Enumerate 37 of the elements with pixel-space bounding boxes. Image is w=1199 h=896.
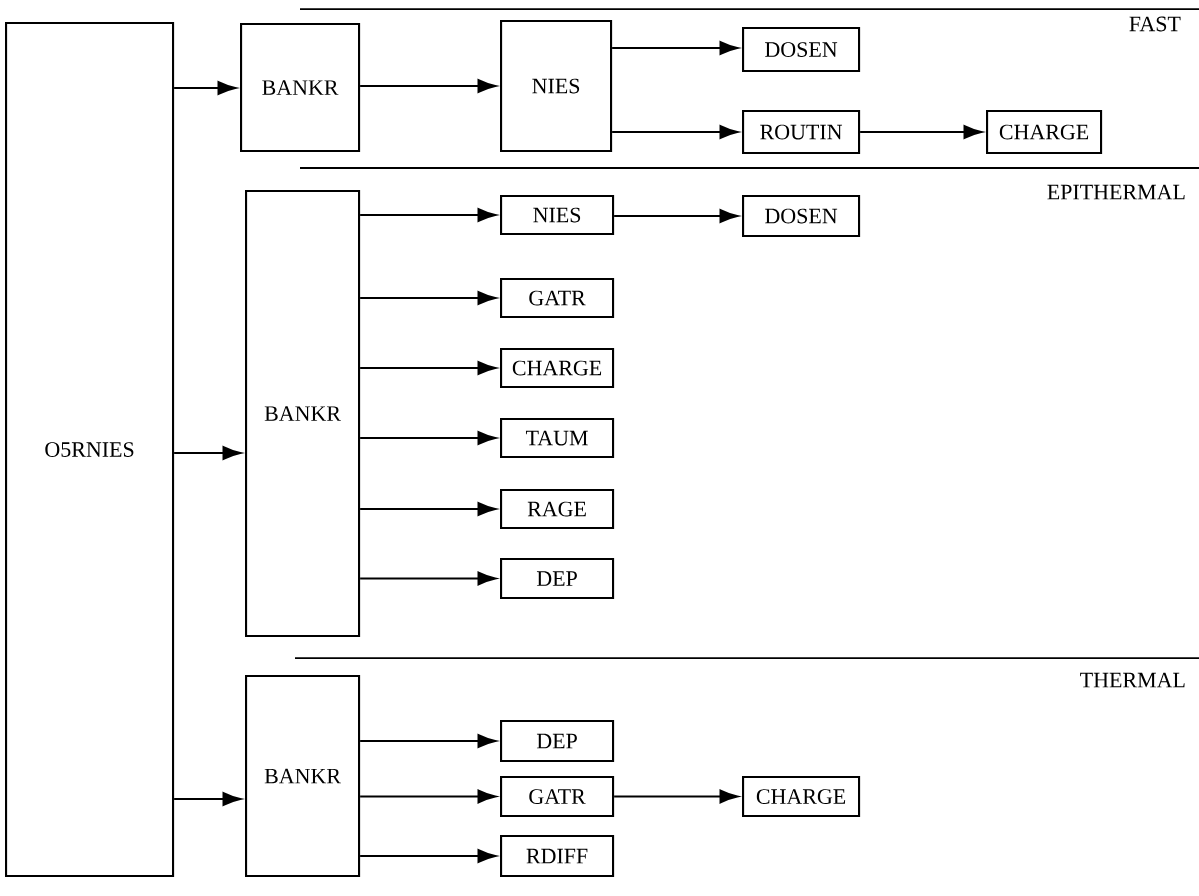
section-label: EPITHERMAL [1047, 184, 1185, 200]
arrow [360, 291, 497, 305]
section-label: FAST [1129, 16, 1181, 32]
process-box: GATR [500, 278, 615, 319]
process-box: DOSEN [742, 27, 861, 73]
process-box: RAGE [500, 489, 615, 530]
arrow [174, 792, 242, 806]
process-box: TAUM [500, 418, 615, 459]
process-box: DOSEN [742, 195, 861, 238]
process-box: BANKR [245, 675, 361, 878]
process-box: CHARGE [742, 776, 861, 818]
process-box: CHARGE [500, 348, 615, 389]
arrow [360, 208, 497, 222]
section-label: THERMAL [1080, 672, 1185, 688]
arrow [614, 209, 739, 223]
arrow [174, 81, 237, 95]
arrow [174, 446, 242, 460]
arrow [360, 431, 497, 445]
process-box: DEP [500, 558, 615, 600]
arrow [360, 734, 497, 748]
process-box: BANKR [240, 23, 361, 153]
process-box: DEP [500, 720, 615, 763]
process-box: RDIFF [500, 835, 615, 878]
process-box: GATR [500, 776, 615, 818]
arrow [612, 125, 739, 139]
process-box: NIES [500, 20, 613, 153]
arrow [360, 361, 497, 375]
process-box: CHARGE [986, 110, 1103, 155]
process-box: O5RNIES [5, 22, 175, 878]
arrow [360, 79, 497, 93]
arrow [360, 502, 497, 516]
process-box: ROUTIN [742, 110, 861, 155]
process-box: NIES [500, 195, 615, 236]
arrow [612, 41, 739, 55]
arrow [360, 849, 497, 863]
arrow [860, 125, 983, 139]
process-box: BANKR [245, 190, 361, 638]
